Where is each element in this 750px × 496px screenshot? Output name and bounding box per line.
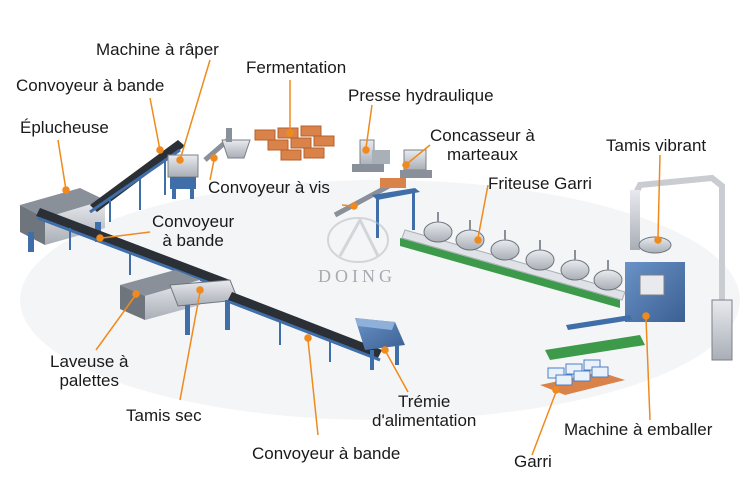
label-presse-hydraulique: Presse hydraulique bbox=[348, 86, 494, 105]
label-convoyeur-mid-line2: à bande bbox=[162, 231, 224, 250]
label-laveuse: Laveuse à palettes bbox=[50, 352, 128, 390]
screw-conveyor bbox=[333, 177, 406, 218]
fermentation-pallets bbox=[254, 125, 335, 161]
label-tremie-line2: d'alimentation bbox=[372, 411, 477, 430]
fryer-platform bbox=[372, 188, 626, 308]
grater-machine bbox=[167, 154, 199, 199]
leader-lines bbox=[57, 59, 662, 456]
label-eplucheuse: Éplucheuse bbox=[20, 118, 109, 137]
label-concasseur: Concasseur à marteaux bbox=[430, 126, 535, 164]
hydraulic-press bbox=[352, 139, 390, 172]
belt-conveyor-bottom bbox=[228, 292, 382, 362]
belt-conveyor-middle bbox=[36, 208, 230, 292]
label-concasseur-line1: Concasseur à bbox=[430, 126, 535, 145]
vibrating-sieve-tower bbox=[625, 174, 733, 361]
garri-bags bbox=[540, 359, 625, 395]
logo-text: DOING bbox=[318, 266, 396, 286]
label-laveuse-line1: Laveuse à bbox=[50, 352, 129, 371]
doing-logo bbox=[327, 216, 389, 263]
label-friteuse-garri: Friteuse Garri bbox=[488, 174, 592, 193]
label-tamis-vibrant: Tamis vibrant bbox=[606, 136, 707, 155]
label-tremie-line1: Trémie bbox=[398, 392, 451, 411]
label-convoyeur-mid-line1: Convoyeur bbox=[152, 212, 235, 231]
label-machine-raper: Machine à râper bbox=[96, 40, 219, 59]
label-garri: Garri bbox=[514, 452, 552, 471]
label-laveuse-line2: palettes bbox=[59, 371, 119, 390]
screw-conveyor-top bbox=[203, 128, 251, 162]
label-convoyeur-bande-top: Convoyeur à bande bbox=[16, 76, 165, 95]
floor-shadow bbox=[20, 180, 740, 420]
fryer-pans bbox=[423, 212, 623, 291]
label-convoyeur-vis: Convoyeur à vis bbox=[208, 178, 330, 197]
label-tremie: Trémie d'alimentation bbox=[372, 392, 476, 430]
label-tamis-sec: Tamis sec bbox=[126, 406, 202, 425]
packing-conveyor bbox=[545, 315, 645, 360]
label-machine-emballer: Machine à emballer bbox=[564, 420, 713, 439]
feeding-hopper bbox=[355, 318, 405, 370]
label-convoyeur-bottom: Convoyeur à bande bbox=[252, 444, 401, 463]
label-fermentation: Fermentation bbox=[246, 58, 347, 77]
label-concasseur-line2: marteaux bbox=[447, 145, 518, 164]
belt-conveyor-top bbox=[89, 140, 185, 222]
label-convoyeur-mid: Convoyeur à bande bbox=[152, 212, 234, 250]
